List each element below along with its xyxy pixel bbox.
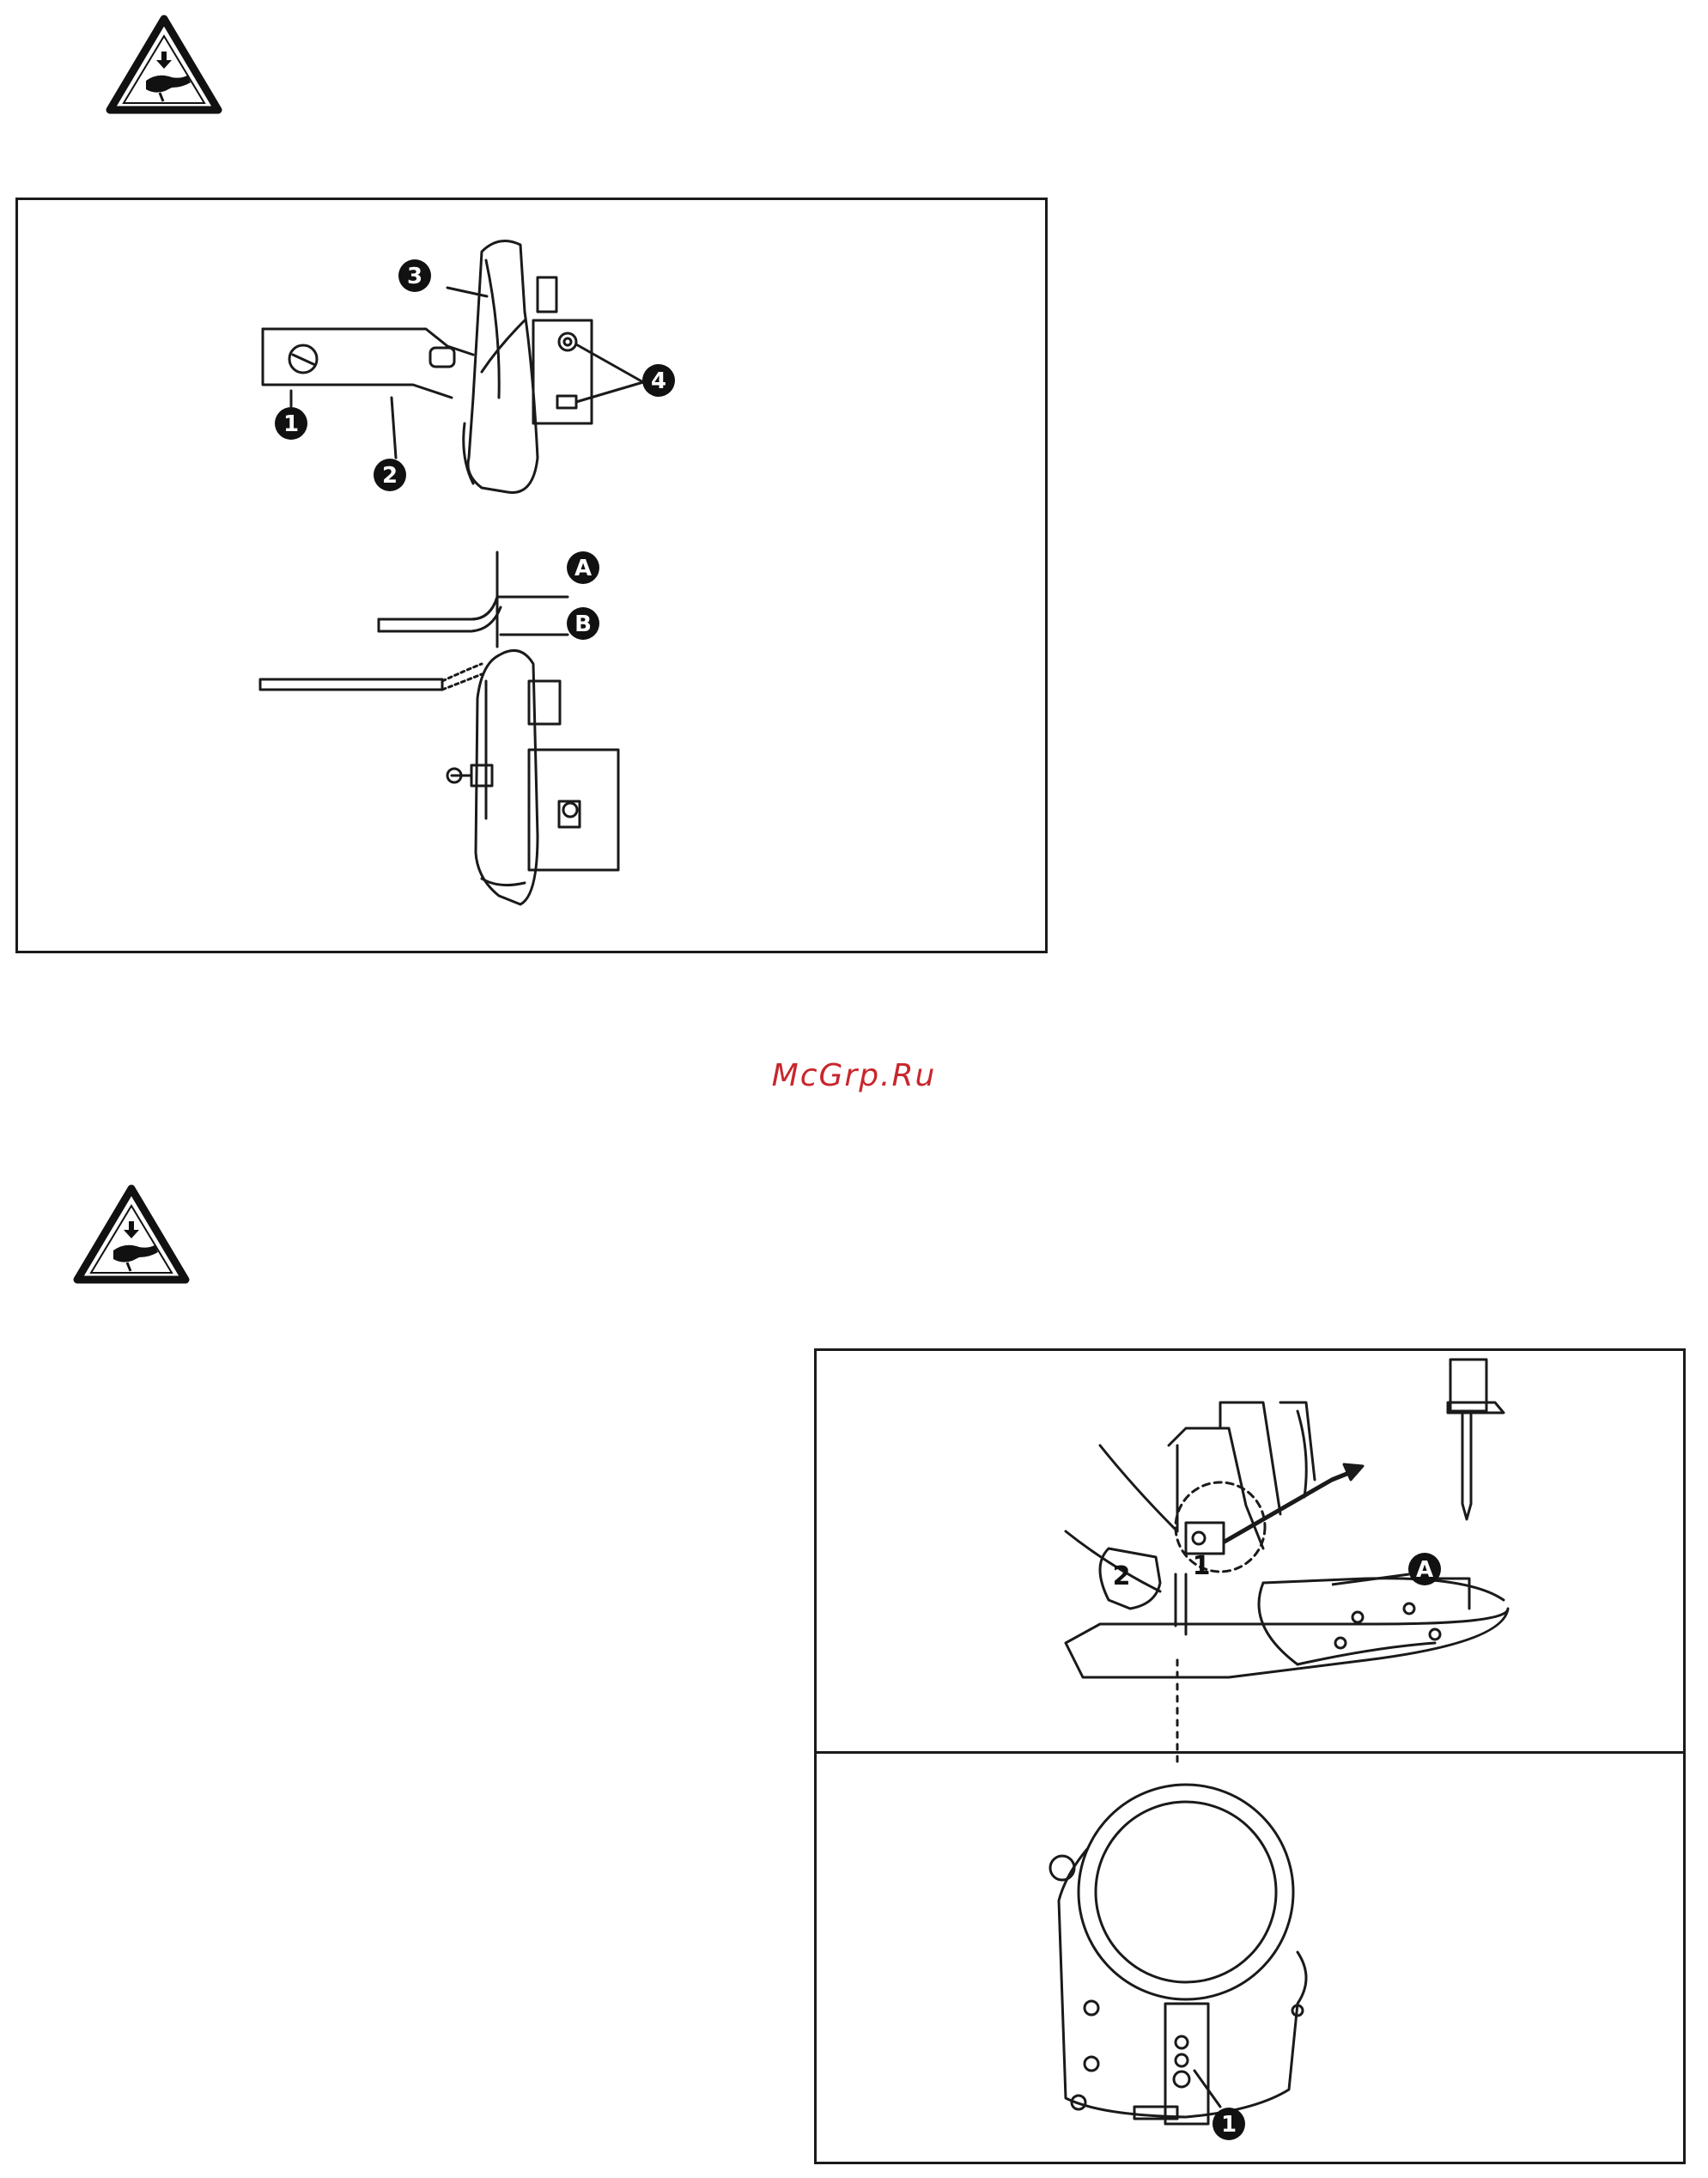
callout-1: 1 <box>275 407 307 440</box>
callout-4-label: 4 <box>651 368 666 394</box>
callout-A: A <box>567 551 599 584</box>
callout-B: B <box>567 607 599 640</box>
callout-1-label: 1 <box>283 411 299 437</box>
callout-3: 3 <box>398 259 431 292</box>
callout-2-label: 2 <box>382 463 398 489</box>
hand-crush-warning-icon <box>105 14 223 115</box>
needle-guard-drawing: 1 2 A 1 <box>817 1351 1683 2162</box>
hook-drawing: 3 4 1 2 A B <box>18 200 1045 951</box>
callout-2: 2 <box>374 459 406 491</box>
label-1: 1 <box>1193 1551 1211 1581</box>
callout-A-label: A <box>1416 1557 1433 1583</box>
callout-B-label: B <box>574 611 592 637</box>
callout-4: 4 <box>642 364 675 397</box>
callout-1: 1 <box>1213 2108 1245 2140</box>
callout-A-label: A <box>574 556 592 581</box>
watermark-text: McGrp.Ru <box>0 1058 1708 1093</box>
label-2: 2 <box>1113 1561 1131 1591</box>
callout-1-label: 1 <box>1221 2112 1237 2138</box>
callout-A: A <box>1408 1553 1441 1585</box>
hand-crush-warning-icon <box>72 1183 191 1285</box>
callout-3-label: 3 <box>407 264 422 289</box>
figure-hook-adjustment: 3 4 1 2 A B <box>15 198 1048 953</box>
figure-needle-guard: 1 2 A 1 <box>814 1348 1686 2164</box>
